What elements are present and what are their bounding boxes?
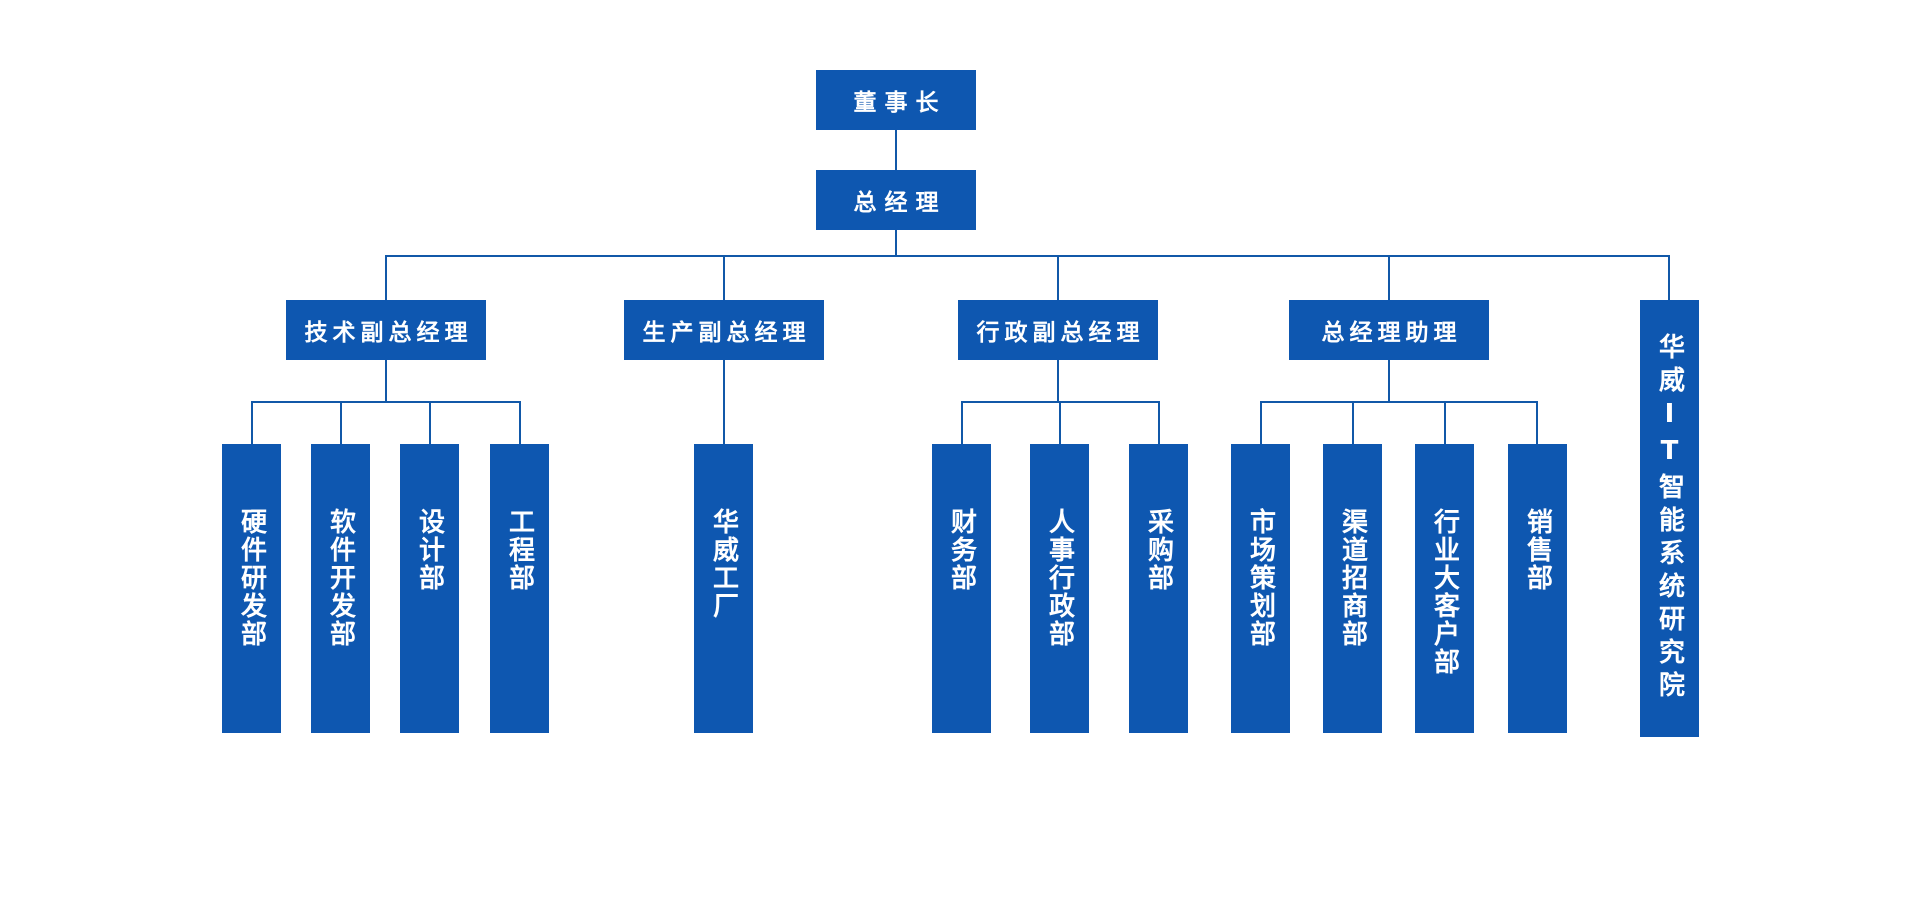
- org-node-label: 生产副总经理: [642, 320, 811, 346]
- org-node-gm-assistant: 总经理助理: [1289, 300, 1489, 360]
- org-node-label: 销售部: [1522, 508, 1553, 592]
- org-node-label: 总经理: [853, 190, 947, 216]
- org-node-label: 硬件研发部: [236, 508, 267, 648]
- org-node-engineering-dept: 工程部: [490, 444, 549, 733]
- org-node-it-research-institute: 华威IT智能系统研究院: [1640, 300, 1699, 737]
- connector-line: [385, 255, 1670, 257]
- connector-line: [1668, 255, 1670, 300]
- connector-line: [1158, 401, 1160, 444]
- connector-line: [1388, 255, 1390, 300]
- org-node-label: 技术副总经理: [304, 320, 473, 346]
- org-node-label: 总经理助理: [1321, 320, 1462, 346]
- org-node-label: 市场策划部: [1245, 508, 1276, 648]
- connector-line: [1057, 255, 1059, 300]
- org-node-label: 华威工厂: [708, 508, 739, 620]
- org-node-tech-vp: 技术副总经理: [286, 300, 486, 360]
- connector-line: [895, 129, 897, 171]
- org-node-factory: 华威工厂: [694, 444, 753, 733]
- org-node-sales-dept: 销售部: [1508, 444, 1567, 733]
- connector-line: [1260, 401, 1262, 444]
- org-node-chairman: 董事长: [816, 70, 976, 130]
- org-node-label: 行政副总经理: [976, 320, 1145, 346]
- connector-line: [1057, 360, 1059, 403]
- org-node-general-manager: 总经理: [816, 170, 976, 230]
- org-node-label: 渠道招商部: [1337, 508, 1368, 648]
- connector-line: [1388, 360, 1390, 403]
- org-node-label: 华威IT智能系统研究院: [1654, 333, 1685, 704]
- org-node-label: 财务部: [946, 508, 977, 592]
- org-node-label: 人事行政部: [1044, 508, 1075, 648]
- org-node-label: 设计部: [414, 508, 445, 592]
- connector-line: [895, 230, 897, 256]
- org-node-procurement-dept: 采购部: [1129, 444, 1188, 733]
- org-node-key-account-dept: 行业大客户部: [1415, 444, 1474, 733]
- connector-line: [251, 401, 521, 403]
- connector-line: [1444, 401, 1446, 444]
- connector-line: [519, 401, 521, 444]
- org-node-label: 董事长: [853, 90, 947, 116]
- org-node-channel-investment-dept: 渠道招商部: [1323, 444, 1382, 733]
- org-node-marketing-planning-dept: 市场策划部: [1231, 444, 1290, 733]
- connector-line: [1260, 401, 1538, 403]
- org-node-label: 软件开发部: [325, 508, 356, 648]
- org-node-admin-vp: 行政副总经理: [958, 300, 1158, 360]
- org-node-software-dev-dept: 软件开发部: [311, 444, 370, 733]
- connector-line: [385, 360, 387, 403]
- connector-line: [961, 401, 963, 444]
- connector-line: [429, 401, 431, 444]
- connector-line: [723, 255, 725, 300]
- connector-line: [1352, 401, 1354, 444]
- connector-line: [723, 360, 725, 444]
- connector-line: [251, 401, 253, 444]
- org-node-label: 行业大客户部: [1429, 508, 1460, 676]
- org-node-label: 工程部: [504, 508, 535, 592]
- org-node-design-dept: 设计部: [400, 444, 459, 733]
- org-node-label: 采购部: [1143, 508, 1174, 592]
- org-node-hr-admin-dept: 人事行政部: [1030, 444, 1089, 733]
- org-node-finance-dept: 财务部: [932, 444, 991, 733]
- connector-line: [385, 255, 387, 300]
- connector-line: [1059, 401, 1061, 444]
- connector-line: [1536, 401, 1538, 444]
- org-node-production-vp: 生产副总经理: [624, 300, 824, 360]
- connector-line: [340, 401, 342, 444]
- org-node-hardware-rd-dept: 硬件研发部: [222, 444, 281, 733]
